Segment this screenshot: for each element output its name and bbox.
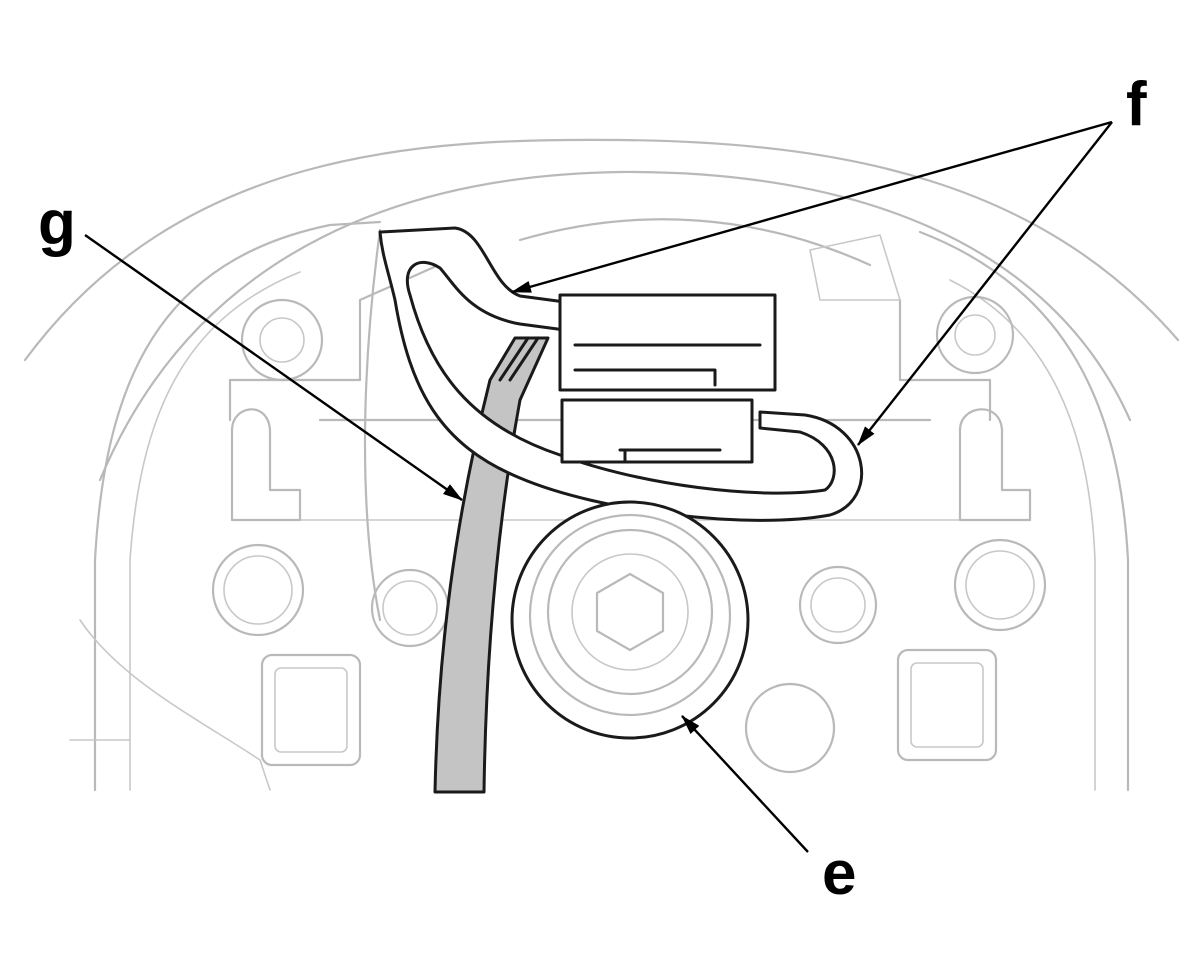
leader-f-loop (857, 121, 1113, 446)
callout-g: g (38, 189, 76, 258)
leader-g (84, 234, 463, 501)
callout-f: f (1126, 70, 1147, 139)
leader-lines (84, 120, 1113, 853)
wire-harness (433, 336, 550, 794)
leader-e (681, 715, 809, 853)
steering-wheel-bolt (510, 500, 750, 740)
callout-e: e (822, 839, 857, 908)
steering-wheel-background (23, 138, 1180, 792)
upper-connector (558, 293, 777, 392)
leader-f-connector (511, 120, 1113, 294)
lower-connector (560, 398, 754, 464)
connector-wire-loop (378, 226, 864, 522)
